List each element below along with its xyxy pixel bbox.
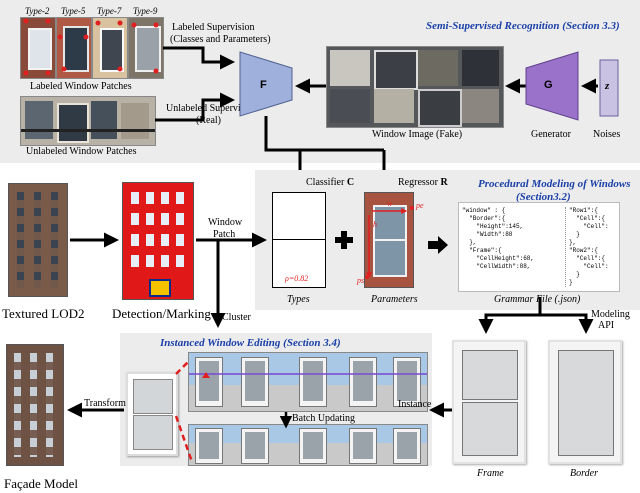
p-end-dot bbox=[410, 206, 414, 210]
discriminator-f-shape bbox=[239, 51, 293, 117]
grammar-file-caption: Grammar File (.json) bbox=[494, 294, 581, 305]
labeled-patches-caption: Labeled Window Patches bbox=[30, 81, 132, 92]
procedural-section: (Section3.2) bbox=[516, 191, 571, 203]
facade-model-caption: Façade Model bbox=[4, 476, 79, 491]
batch-updating-label: Batch Updating bbox=[292, 413, 356, 424]
frame-window bbox=[452, 340, 526, 464]
generator-g-shape bbox=[525, 51, 579, 121]
labeled-supervision-arrow bbox=[163, 46, 235, 70]
fake-images-caption: Window Image (Fake) bbox=[372, 129, 463, 140]
instanced-title: Instanced Window Editing (Section 3.4) bbox=[160, 337, 341, 349]
marker-dot bbox=[95, 20, 101, 26]
marker-dot bbox=[61, 66, 67, 72]
procedural-title: Procedural Modeling of Windows bbox=[478, 178, 631, 190]
frame-caption: Frame bbox=[477, 468, 504, 479]
marker-dot bbox=[153, 68, 159, 74]
edit-window-large bbox=[126, 372, 178, 456]
f-to-heads-line bbox=[264, 116, 384, 152]
type-label-9: Type-9 bbox=[133, 6, 158, 16]
window-patch-label-2: Patch bbox=[213, 229, 236, 240]
labeled-window-patch bbox=[20, 17, 56, 79]
rho-value: ρ=0.82 bbox=[285, 274, 309, 283]
types-box bbox=[272, 192, 326, 288]
marker-dot bbox=[45, 70, 51, 76]
parameters-caption: Parameters bbox=[371, 294, 418, 305]
modeling-api-label-2: API bbox=[598, 320, 615, 331]
red-dash-bottom bbox=[174, 415, 194, 463]
cluster-label: Cluster bbox=[222, 312, 251, 323]
label-markers bbox=[23, 18, 159, 76]
border-window bbox=[548, 340, 622, 464]
g-label: G bbox=[544, 79, 553, 91]
top-network-diagram bbox=[155, 46, 619, 193]
red-edit-marker bbox=[202, 372, 210, 378]
facade-model-building bbox=[6, 344, 64, 466]
param-w: w bbox=[387, 199, 393, 208]
to-grammar-arrow bbox=[428, 236, 448, 254]
marker-dot bbox=[83, 34, 89, 40]
border-caption: Border bbox=[570, 468, 598, 479]
p-start-dot bbox=[365, 275, 369, 279]
type-label-7: Type-7 bbox=[97, 6, 122, 16]
labeled-supervision-label: Labeled Supervision bbox=[172, 22, 255, 33]
bottom-connectors bbox=[67, 359, 452, 463]
marker-dot bbox=[153, 22, 159, 28]
unlabeled-supervision-sub: (Real) bbox=[196, 115, 221, 126]
marker-dot bbox=[117, 20, 123, 26]
instance-label: Instance bbox=[398, 399, 432, 410]
param-pe: pe bbox=[416, 201, 424, 210]
classifier-label: Classifier C bbox=[306, 177, 355, 188]
modeling-api-label-1: Modeling bbox=[591, 309, 630, 320]
type-label-2: Type-2 bbox=[25, 6, 50, 16]
f-label: F bbox=[260, 79, 267, 91]
type-label-5: Type-5 bbox=[61, 6, 86, 16]
textured-lod2-caption: Textured LOD2 bbox=[2, 306, 85, 321]
detection-caption: Detection/Marking bbox=[112, 306, 211, 321]
window-patch-label-1: Window bbox=[208, 217, 243, 228]
instance-row-top bbox=[188, 352, 428, 412]
marker-dot bbox=[23, 18, 29, 24]
marker-dot bbox=[57, 34, 63, 40]
noise-z-box bbox=[599, 59, 619, 117]
marker-dot bbox=[131, 22, 137, 28]
grammar-json-left: "window" : { "Border":{ "Height":145, "W… bbox=[462, 207, 535, 270]
textured-lod2-building bbox=[8, 183, 68, 297]
noises-caption: Noises bbox=[593, 129, 621, 140]
instance-row-bottom bbox=[188, 424, 428, 466]
red-dash-top bbox=[175, 359, 191, 375]
grammar-to-api-line bbox=[478, 297, 542, 334]
parameters-window-image bbox=[364, 192, 414, 288]
detection-marking-building bbox=[122, 182, 194, 300]
semi-supervised-title: Semi-Supervised Recognition (Section 3.3… bbox=[426, 20, 620, 32]
types-caption: Types bbox=[287, 294, 310, 305]
fake-window-images bbox=[326, 46, 504, 128]
param-h: h bbox=[373, 220, 377, 229]
grammar-file: "window" : { "Border":{ "Height":145, "W… bbox=[458, 202, 620, 292]
transform-label: Transform bbox=[84, 398, 126, 409]
unlabeled-supervision-label: Unlabeled Supervision bbox=[166, 103, 258, 114]
regressor-label: Regressor R bbox=[398, 177, 448, 188]
marker-dot bbox=[117, 66, 123, 72]
marker-dot bbox=[23, 70, 29, 76]
middle-connectors bbox=[70, 206, 594, 334]
unlabeled-window-patches bbox=[20, 96, 156, 146]
generator-caption: Generator bbox=[531, 129, 571, 140]
api-to-border-line bbox=[540, 313, 594, 334]
grammar-json-right: "Row1":{ "Cell":{ "Cell": } }, "Row2":{ … bbox=[569, 207, 609, 286]
labeled-supervision-sub: (Classes and Parameters) bbox=[170, 34, 271, 45]
plus-sign-v bbox=[341, 231, 347, 249]
marker-dot bbox=[45, 18, 51, 24]
param-ps: ps bbox=[357, 276, 365, 285]
z-label: z bbox=[605, 80, 610, 92]
unlabeled-supervision-arrow bbox=[155, 92, 235, 122]
unlabeled-patches-caption: Unlabeled Window Patches bbox=[26, 146, 137, 157]
